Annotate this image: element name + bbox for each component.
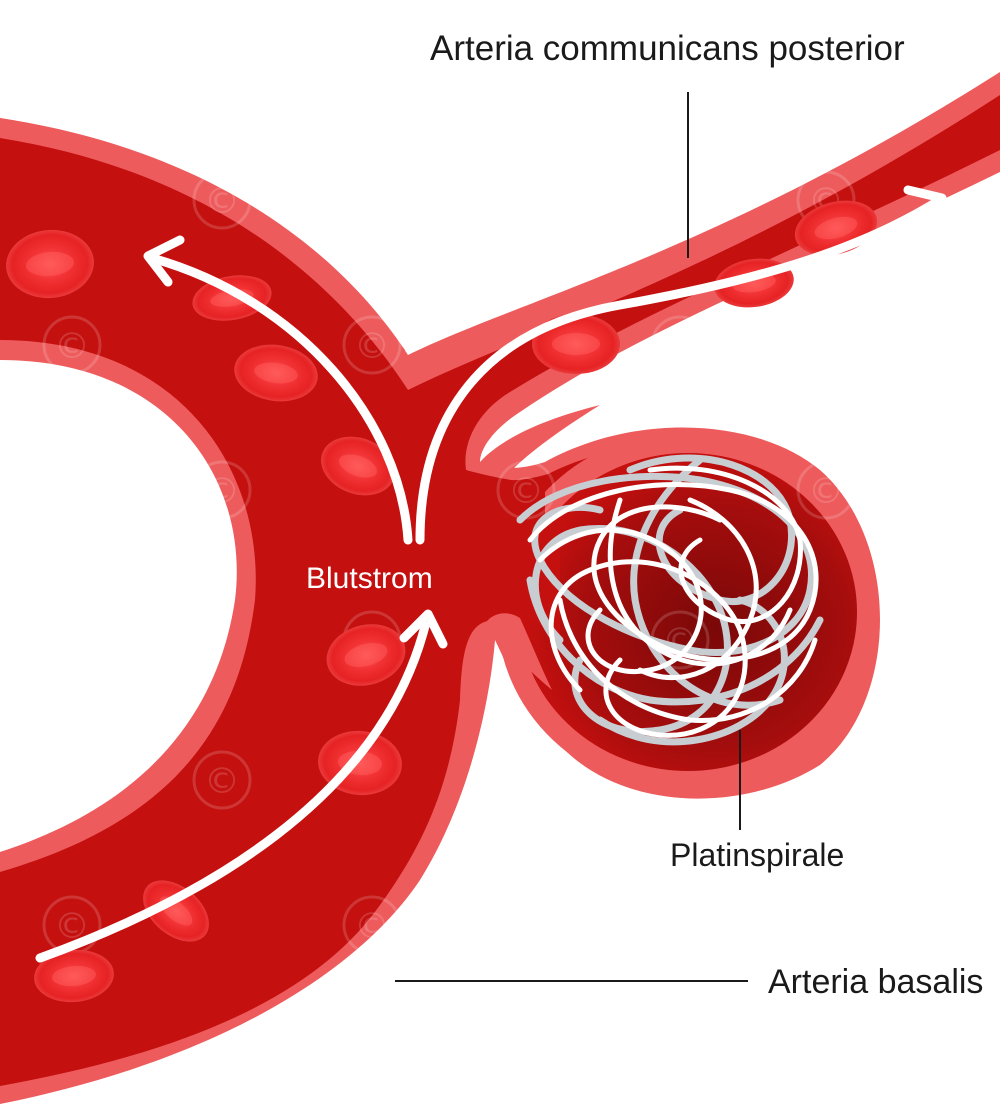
watermark-mark: © <box>342 315 402 375</box>
neck-upper-wall <box>480 405 600 471</box>
svg-text:©: © <box>662 326 698 367</box>
watermark-mark: © <box>796 460 856 520</box>
watermark-mark: © <box>192 750 252 810</box>
red-blood-cell-icon <box>234 344 318 402</box>
svg-text:©: © <box>354 906 390 947</box>
svg-text:©: © <box>204 761 240 802</box>
red-blood-cell-icon <box>321 436 395 496</box>
watermark-mark: © <box>342 895 402 955</box>
svg-text:©: © <box>204 181 240 222</box>
flow-arrowhead <box>143 235 185 287</box>
red-blood-cell-icon <box>532 314 620 374</box>
red-blood-cell-icon <box>34 949 114 1003</box>
watermark-mark: © <box>650 315 710 375</box>
red-blood-cell-icon <box>6 229 94 299</box>
flow-arrow-icon <box>415 195 945 545</box>
neck-lower-wall <box>484 613 552 690</box>
flow-arrow-icon <box>35 621 430 963</box>
red-blood-cells <box>6 200 878 1003</box>
flow-arrowhead <box>399 609 448 649</box>
label-blutstrom: Blutstrom <box>306 562 433 595</box>
flow-arrow-icon <box>147 253 413 545</box>
svg-text:©: © <box>204 471 240 512</box>
platinum-coil-icon <box>516 454 824 746</box>
leader-lines <box>395 92 748 982</box>
watermark-mark: © <box>192 170 252 230</box>
watermark-mark: © <box>42 315 102 375</box>
flow-arrowhead <box>903 185 947 231</box>
flow-arrows <box>35 185 947 963</box>
svg-text:©: © <box>354 326 390 367</box>
label-arteria-basalis: Arteria basalis <box>768 963 983 1001</box>
watermarks: © © © © © © © © © © © © © <box>42 170 856 955</box>
svg-text:©: © <box>808 471 844 512</box>
label-arteria-communicans-posterior: Arteria communicans posterior <box>430 29 905 68</box>
label-platinspirale: Platinspirale <box>670 837 844 873</box>
svg-text:©: © <box>54 326 90 367</box>
red-blood-cell-icon <box>326 624 406 686</box>
watermark-mark: © <box>192 460 252 520</box>
